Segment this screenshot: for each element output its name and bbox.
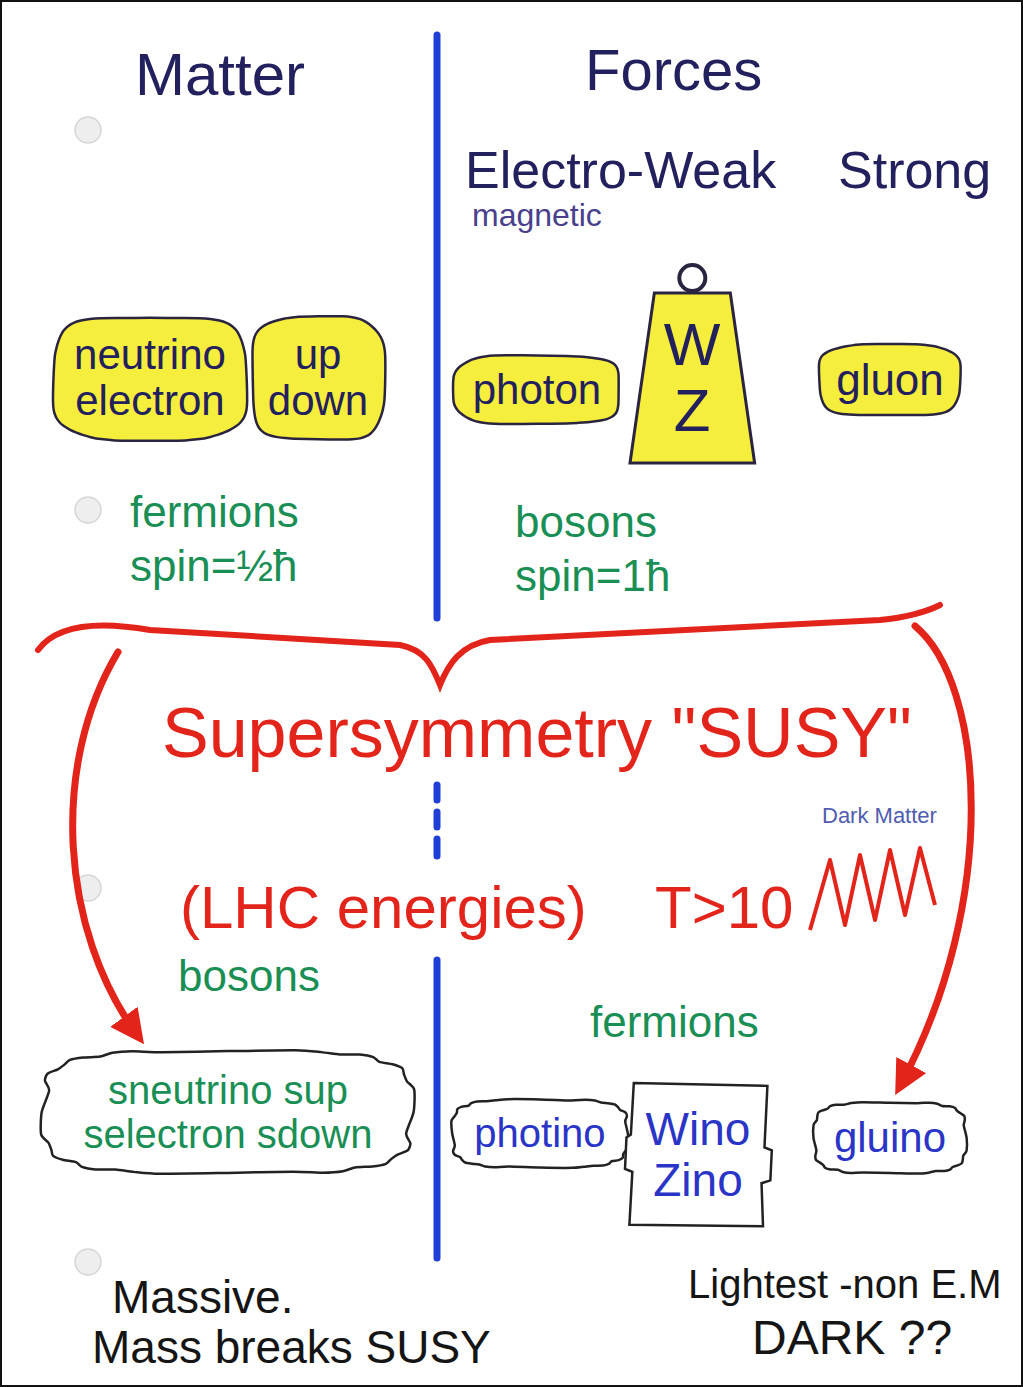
- cloud-box: photino: [448, 1096, 632, 1171]
- yellow-blob: up down: [248, 313, 388, 444]
- column-heading: Forces: [585, 38, 762, 102]
- scribble-mark: [810, 848, 935, 930]
- note-text: DARK ??: [752, 1312, 952, 1365]
- blob-shape: [819, 344, 961, 415]
- node-text: W Z: [661, 312, 723, 444]
- yellow-blob: gluon: [815, 341, 964, 419]
- cloud-shape: [813, 1102, 967, 1173]
- node-text: photino: [474, 1111, 605, 1155]
- group-label: fermions: [590, 998, 759, 1046]
- column-heading: Matter: [135, 42, 305, 108]
- note-text: Mass breaks SUSY: [92, 1322, 491, 1373]
- outline-box: Wino Zino: [624, 1082, 773, 1227]
- node-text: sneutrino sup selectron sdown: [78, 1068, 378, 1156]
- energy-note: (LHC energies): [180, 875, 587, 941]
- partner-arrow: [73, 652, 138, 1036]
- node-text: gluon: [836, 356, 944, 404]
- weight-shape: [630, 293, 755, 463]
- node-text: Wino Zino: [638, 1104, 758, 1205]
- node-text: photon: [473, 367, 601, 413]
- node-text: up down: [258, 332, 378, 424]
- annotation-text: magnetic: [472, 198, 602, 233]
- note-text: Massive.: [112, 1272, 293, 1323]
- cloud-shape: [41, 1050, 415, 1173]
- note-text: Lightest -non E.M: [688, 1262, 1002, 1306]
- divider-line: [434, 960, 441, 1258]
- cloud-box: gluino: [810, 1099, 970, 1177]
- weight-box: W Z: [629, 292, 756, 464]
- cloud-shape: [451, 1099, 628, 1168]
- annotation-text: Dark Matter: [822, 804, 937, 828]
- main-heading: Supersymmetry "SUSY": [162, 695, 912, 772]
- divider-line: [434, 35, 441, 618]
- outline-shape: [625, 1083, 772, 1226]
- yellow-blob: photon: [450, 352, 624, 427]
- group-label: fermions: [130, 488, 299, 536]
- node-text: gluino: [834, 1115, 946, 1161]
- punch-hole: [75, 497, 101, 523]
- force-heading: Strong: [838, 142, 991, 199]
- divider-line: [434, 35, 441, 1258]
- blob-shape: [453, 356, 619, 425]
- divider-dash: [434, 785, 441, 800]
- divider-dash: [434, 839, 441, 856]
- node-text: neutrino electron: [50, 332, 250, 424]
- curly-brace: [38, 605, 940, 685]
- spin-label: spin=½ħ: [130, 542, 298, 590]
- punch-hole: [75, 1249, 101, 1275]
- spin-label: spin=1ħ: [515, 552, 670, 600]
- blob-shape: [252, 316, 385, 439]
- force-heading: Electro-Weak: [465, 142, 776, 199]
- temperature-note: T>10: [655, 875, 793, 941]
- weight-ring: [679, 265, 705, 291]
- group-label: bosons: [178, 952, 320, 1000]
- cloud-box: sneutrino sup selectron sdown: [37, 1047, 418, 1177]
- punch-hole: [75, 117, 101, 143]
- divider-dash: [434, 812, 441, 827]
- yellow-blob: neutrino electron: [49, 313, 251, 444]
- group-label: bosons: [515, 498, 657, 546]
